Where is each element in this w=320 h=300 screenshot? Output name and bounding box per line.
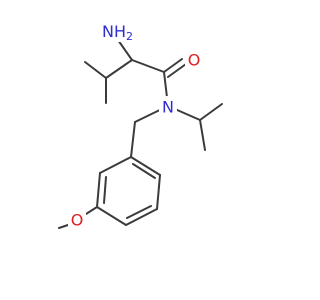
amine-group: NH2: [99, 20, 133, 43]
bond-calpha-carbonyl: [131, 59, 165, 73]
bond-isopropyl-methyl-up: [199, 103, 223, 121]
ether-oxygen: O: [68, 210, 86, 232]
bond-carbonyl-o-2: [167, 63, 187, 78]
ring-bond-3: [125, 208, 158, 226]
bond-calpha-cbeta: [105, 59, 133, 79]
bond-ether-o-methyl: [58, 224, 69, 229]
ring-double-3: [103, 176, 107, 204]
molecule-diagram: NH2 O N O: [58, 20, 223, 232]
ether-oxygen-label: O: [71, 211, 84, 230]
ring-bond-5: [96, 172, 101, 208]
amine-label: NH2: [102, 22, 133, 43]
bond-ch2-ring: [130, 121, 136, 158]
ring-bond-1: [130, 156, 161, 176]
amide-nitrogen: N: [159, 96, 177, 118]
ring-bond-4: [96, 206, 127, 226]
structure-svg: NH2 O N O: [58, 20, 223, 232]
ring-bond-6: [99, 156, 132, 174]
bond-cbeta-methyl-top: [84, 61, 107, 79]
carbonyl-oxygen: O: [185, 50, 203, 72]
ring-bond-2: [156, 174, 161, 210]
bond-isopropyl-methyl-down: [199, 119, 206, 151]
bond-calpha-nh2: [117, 39, 133, 61]
ring-double-2: [126, 205, 152, 219]
bond-ring-ether-o: [85, 206, 98, 215]
ring-double-1: [132, 163, 156, 179]
bond-carbonyl-o-1: [163, 58, 183, 73]
atom-labels: NH2 O N O: [68, 20, 203, 232]
amide-nitrogen-label: N: [162, 98, 174, 117]
carbonyl-oxygen-label: O: [188, 51, 201, 70]
